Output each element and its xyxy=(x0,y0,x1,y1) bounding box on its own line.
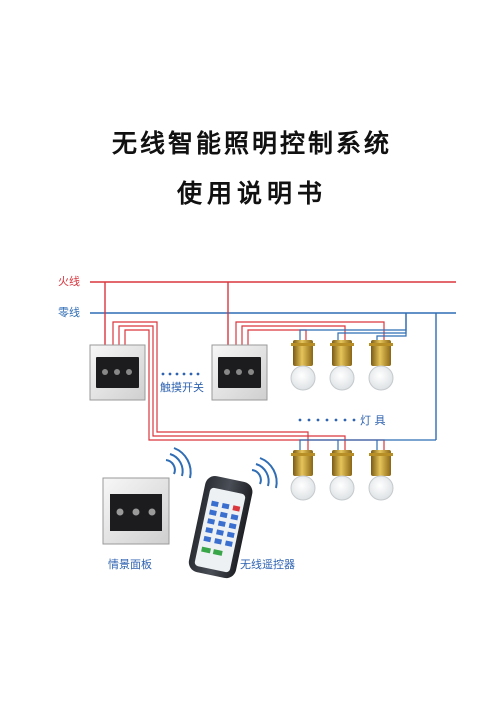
scene-panel-label: 情景面板 xyxy=(108,557,152,571)
lamp-1 xyxy=(290,340,316,391)
lamp-6 xyxy=(368,450,394,501)
document-subtitle: 使用说明书 xyxy=(176,179,327,208)
lamp-3 xyxy=(368,340,394,391)
neutral-wire-label: 零线 xyxy=(58,305,80,319)
remote-label: 无线遥控器 xyxy=(240,557,295,571)
touch-switch-2 xyxy=(211,344,268,401)
live-wire-label: 火线 xyxy=(58,274,80,288)
wireless-signal-icon xyxy=(251,457,278,489)
touch-switch-label: 触摸开关 xyxy=(160,380,204,394)
lamp-2 xyxy=(329,340,355,391)
lamp-label: 灯 具 xyxy=(360,414,386,427)
remote-control xyxy=(188,476,253,579)
touch-switch-1 xyxy=(89,344,146,401)
document-title: 无线智能照明控制系统 xyxy=(111,129,392,158)
wireless-signal-icon xyxy=(165,447,192,479)
lamp-4 xyxy=(290,450,316,501)
lamp-5 xyxy=(329,450,355,501)
scene-panel xyxy=(102,477,170,545)
